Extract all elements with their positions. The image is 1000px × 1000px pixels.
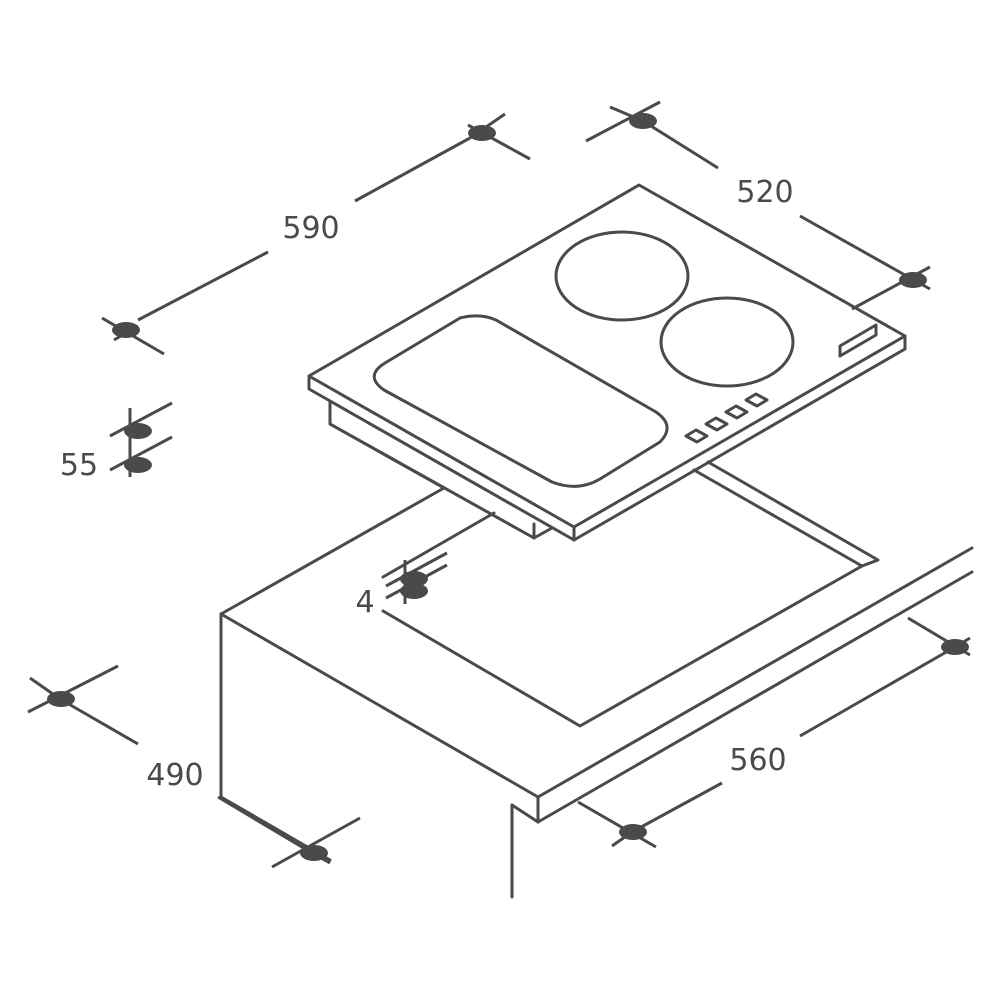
- tick-590-right-cross: [469, 112, 506, 140]
- tick-590-left-cross: [113, 324, 139, 342]
- dimension-490: 490: [27, 664, 361, 869]
- dimension-line-490-left: [59, 697, 139, 746]
- cutout-back-left-edge: [381, 511, 496, 579]
- dim-marker-4-top: [400, 571, 428, 587]
- dimension-560: 560: [577, 616, 971, 849]
- dim-marker-560-left: [619, 824, 647, 840]
- tick-490-right: [271, 816, 361, 869]
- dim-marker-4-bottom: [400, 583, 428, 599]
- tick-4-top: [385, 551, 448, 588]
- cutout-front-edges: [381, 564, 864, 728]
- dimension-55: 55: [60, 401, 173, 483]
- countertop-front-edge: [219, 612, 540, 799]
- display-window: [838, 323, 878, 358]
- dim-marker-490-right: [300, 845, 328, 861]
- countertop-back-left-edge: [219, 486, 446, 616]
- hob-body-front: [328, 399, 536, 540]
- cutout-right-edge: [706, 460, 880, 568]
- dimension-520: 520: [585, 100, 931, 311]
- dimension-line-520-left: [642, 119, 719, 170]
- control-key-1[interactable]: [684, 428, 709, 444]
- dimension-line-590-left: [137, 250, 269, 322]
- dim-marker-55-top: [124, 423, 152, 439]
- control-key-4[interactable]: [744, 392, 769, 408]
- dim-marker-520-right: [899, 272, 927, 288]
- dim-marker-520-left: [629, 113, 657, 129]
- dimension-line-490-right: [217, 795, 313, 855]
- label-490: 490: [146, 758, 203, 793]
- dim-marker-55-bottom: [124, 457, 152, 473]
- dimension-line-560-right: [799, 645, 956, 738]
- dimension-line-590-right: [354, 136, 471, 203]
- tick-520-left: [585, 100, 661, 143]
- dim-marker-590-left: [112, 322, 140, 338]
- tick-560-left: [577, 800, 657, 849]
- cutout: [381, 460, 880, 728]
- control-key-3[interactable]: [724, 404, 749, 420]
- tick-55-bottom: [109, 435, 173, 472]
- countertop: [219, 486, 974, 899]
- hob-body-base: [328, 422, 446, 490]
- control-key-2[interactable]: [704, 416, 729, 432]
- label-520: 520: [736, 175, 793, 210]
- dim-marker-490-left: [47, 691, 75, 707]
- countertop-right-top-edge: [536, 546, 974, 799]
- cooking-zone-rectangular: [372, 314, 669, 488]
- label-4: 4: [355, 585, 374, 620]
- tick-490-left: [27, 664, 119, 714]
- dim-marker-560-right: [941, 639, 969, 655]
- hob: [307, 183, 907, 542]
- dimension-line-520-right: [799, 214, 913, 281]
- cooking-zone-large: [554, 230, 690, 322]
- label-55: 55: [60, 448, 98, 483]
- dimension-line-560-left: [631, 781, 723, 834]
- label-590: 590: [282, 211, 339, 246]
- countertop-right-bottom-edge: [536, 570, 974, 824]
- dim-marker-590-right: [468, 125, 496, 141]
- hob-body-corner: [532, 526, 554, 540]
- label-560: 560: [729, 743, 786, 778]
- cooking-zone-small: [659, 296, 795, 388]
- dimension-590: 590: [101, 112, 531, 356]
- cutout-inner-right: [692, 468, 864, 568]
- cabinet-side-top: [510, 803, 540, 824]
- tick-55-top: [109, 401, 173, 438]
- dimension-4: 4: [355, 551, 448, 620]
